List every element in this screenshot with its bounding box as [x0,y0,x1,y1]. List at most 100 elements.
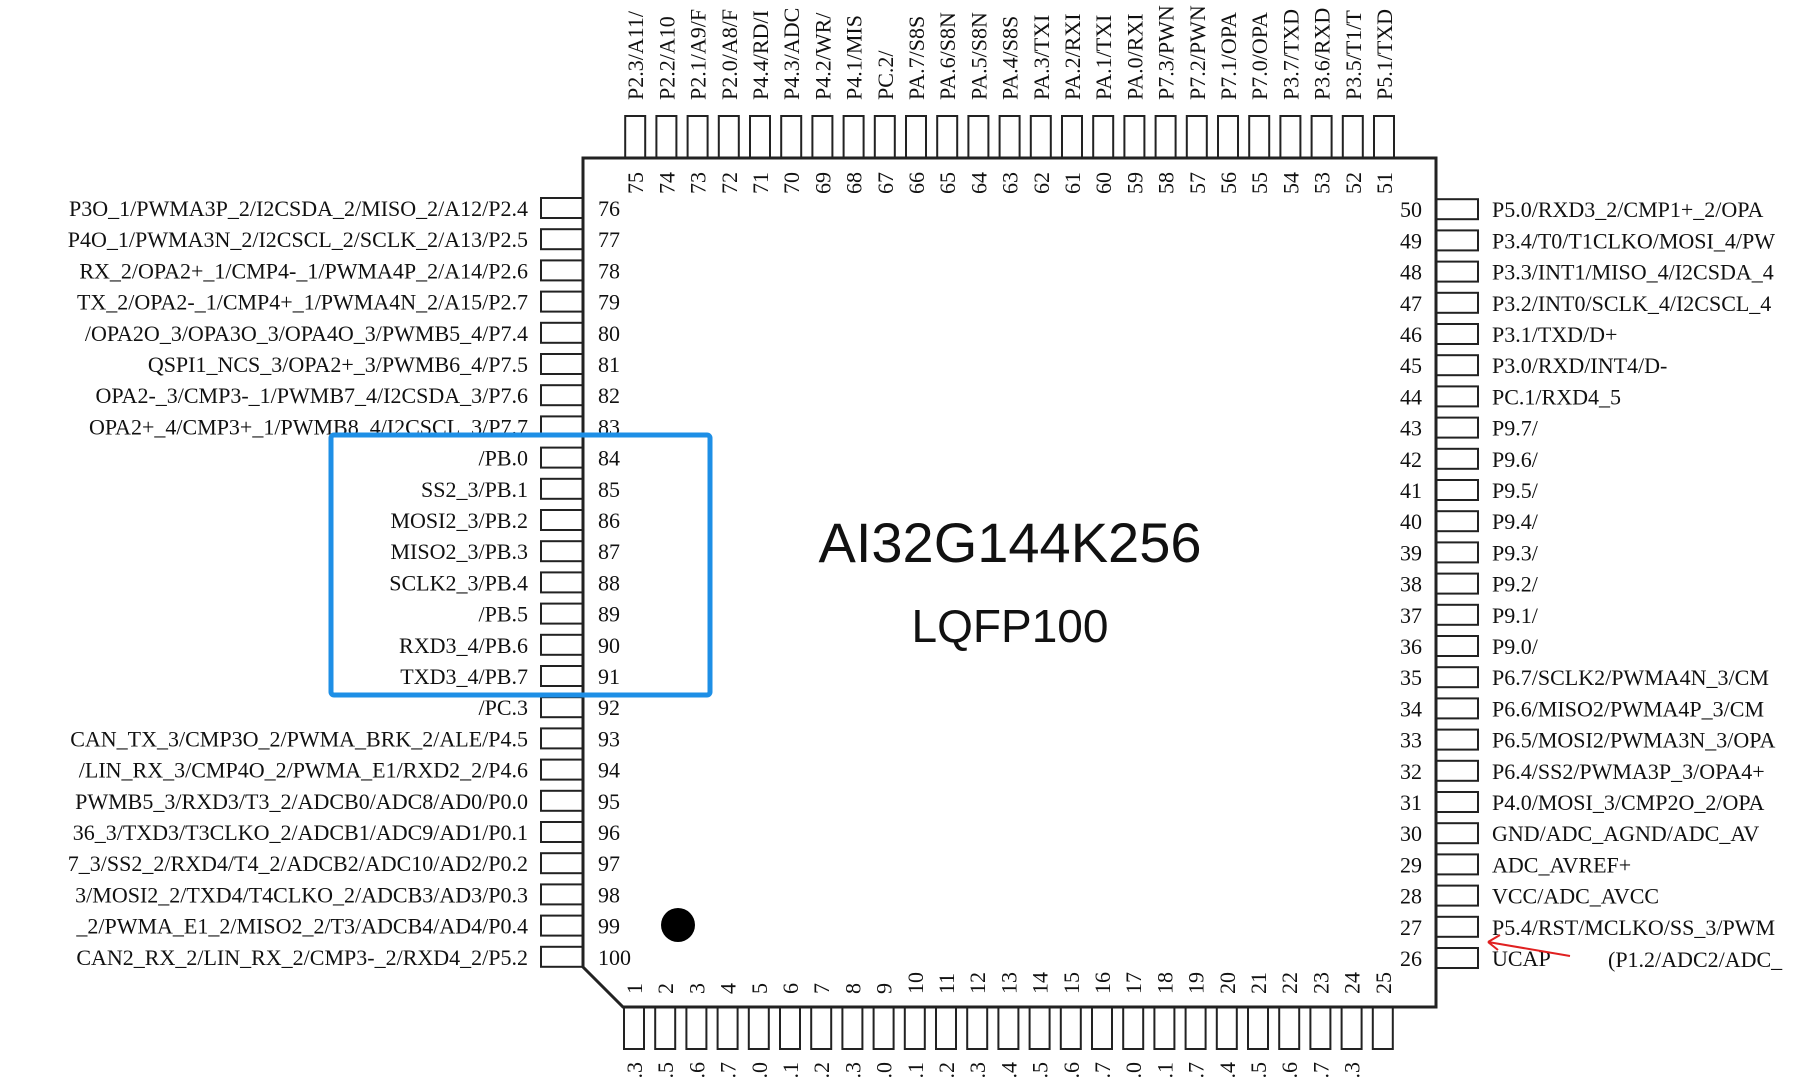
pin-lead [1154,115,1177,159]
pin-lead [1435,479,1479,501]
pin-number: 5 [747,983,772,994]
pin-number: 51 [1372,172,1397,194]
pin-number: 29 [1400,852,1422,877]
chip-body [581,156,1438,1009]
annotation-text: (P1.2/ADC2/ADC_ [1608,947,1783,972]
pin-number: 18 [1152,972,1177,994]
pin-lead [1435,759,1479,782]
pin-layer [540,115,1479,1050]
pin-lead [1061,115,1083,159]
pin-name: P3.1/TXD/D+ [1492,322,1617,347]
pin-lead [966,1006,989,1050]
pin-name: P9.5/ [1492,478,1539,503]
pin-number: 98 [598,882,620,907]
pin-name: ADC_AVREF+ [1492,852,1631,877]
pin-name: P9.7/ [1492,416,1539,441]
pin-lead [872,1006,895,1050]
pin-name: /LIN_RX_3/CMP4O_2/PWMA_E1/RXD2_2/P4.6 [79,758,528,783]
pin-lead [654,1006,677,1050]
pin-number: 43 [1400,416,1422,441]
pin-number: 9 [872,983,897,994]
pin-number: 42 [1400,447,1422,472]
pin-lead [540,727,584,750]
pin-number: 11 [934,973,959,994]
pin-number: 66 [904,172,929,194]
pin-lead [1435,635,1479,657]
pin-number: 36 [1400,634,1422,659]
pin-number: 23 [1308,972,1333,994]
pin-lead [1435,822,1479,845]
pin-number: 99 [598,914,620,939]
pin-lead [1340,1006,1363,1050]
pin-name: .2 [809,1062,834,1079]
pin-name: PA.2/RXI [1060,13,1085,100]
pin-name: P9.0/ [1492,634,1539,659]
pin-lead [1029,115,1052,159]
pin-number: 38 [1400,572,1422,597]
pin-lead [1435,541,1479,564]
pin-number: 13 [996,972,1021,994]
pin-number: 25 [1371,972,1396,994]
pin-name: PA.3/TXI [1029,15,1054,100]
pin-name: P3.6/RXD [1310,8,1335,100]
pin-number: 6 [778,983,803,994]
pin-lead [1435,915,1479,938]
pin-lead [1435,323,1479,345]
pin-name: .0 [1121,1062,1146,1079]
pin-lead [1435,291,1479,314]
pin-lead [1435,884,1479,907]
pin-number: 74 [654,172,679,194]
pin-name: P4O_1/PWMA3N_2/I2CSCL_2/SCLK_2/A13/P2.5 [68,227,528,252]
pin-lead [873,115,896,159]
pin-name: P4.1/MIS [842,15,867,100]
pin-name: CAN_TX_3/CMP3O_2/PWMA_BRK_2/ALE/P4.5 [70,726,528,751]
pin-name: .1 [903,1062,928,1079]
pin-number: 26 [1400,946,1422,971]
pin-name: 3/MOSI2_2/TXD4/T4CLKO_2/ADCB3/AD3/P0.3 [75,882,528,907]
pin-lead [540,290,584,313]
pin-lead [1153,1006,1176,1050]
pin-number: 100 [598,945,631,970]
pin-name: .5 [653,1062,678,1079]
pin-lead [997,1006,1020,1050]
pin-name: P5.4/RST/MCLKO/SS_3/PWM [1492,915,1775,940]
pin-number: 33 [1400,728,1422,753]
pin-name: P2.2/A10 [654,16,679,100]
pin-lead [540,789,584,812]
pin-lead [540,540,584,563]
pin-number: 4 [716,983,741,994]
pin-name: .4 [996,1062,1021,1079]
pin-number: 65 [935,172,960,194]
pin-number: 15 [1059,972,1084,994]
pin-name: P6.5/MOSI2/PWMA3N_3/OPA [1492,728,1776,753]
pin-name: P9.2/ [1492,572,1539,597]
chip-part-number: AI32G144K256 [819,511,1202,574]
pin1-marker-dot [661,908,695,942]
pin-name: VCC/ADC_AVCC [1492,884,1659,909]
pin-number: 44 [1400,384,1422,409]
pin-number: 75 [623,172,648,194]
pin-number: 32 [1400,759,1422,784]
pin-lead [1185,115,1208,159]
pin-name: P9.3/ [1492,540,1539,565]
pin-name: .3 [965,1062,990,1079]
pin-name: P4.2/WR/ [810,12,835,100]
pin-number: 20 [1215,972,1240,994]
pin-name: P4.4/RD/I [748,10,773,100]
pin-name: 7_3/SS2_2/RXD4/T4_2/ADCB2/ADC10/AD2/P0.2 [68,851,528,876]
pin-name: _2/PWMA_E1_2/MISO2_2/T3/ADCB4/AD4/P0.4 [75,914,528,939]
pin-name: /PB.5 [478,602,528,627]
pin-number: 27 [1400,915,1422,940]
pin-name: P2.0/A8/F [717,9,742,100]
pin-name: PA.4/S8S [998,16,1023,100]
pin-lead [540,259,584,282]
pin-name: .2 [934,1062,959,1079]
pin-name: PA.1/TXI [1091,15,1116,100]
pin-number: 87 [598,539,620,564]
pin-lead [1435,728,1479,751]
pin-number: 48 [1400,260,1422,285]
pin-name: GND/ADC_AGND/ADC_AV [1492,821,1759,846]
pin-number: 34 [1400,696,1422,721]
